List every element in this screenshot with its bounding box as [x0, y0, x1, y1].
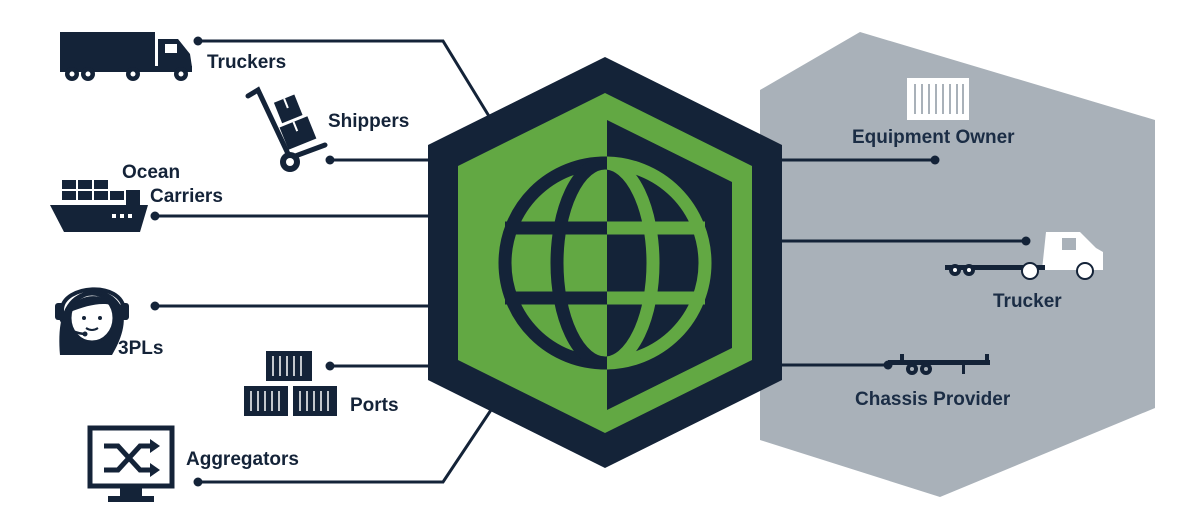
globe-icon	[498, 156, 712, 370]
headset-agent-icon	[55, 287, 129, 355]
chassis-provider-label: Chassis Provider	[855, 389, 1011, 410]
aggregators-label: Aggregators	[186, 449, 299, 470]
truckers-label: Truckers	[207, 52, 286, 73]
shuffle-monitor-icon	[87, 425, 175, 502]
shipping-container-icon	[907, 78, 969, 120]
ports-label: Ports	[350, 395, 399, 416]
central-platform-hexagon	[428, 57, 782, 468]
equipment-owner-label: Equipment Owner	[852, 127, 1015, 148]
connector-truckers	[198, 39, 497, 127]
hand-truck-boxes-icon	[245, 86, 328, 172]
right-connectors	[760, 158, 1026, 367]
connector-aggregators	[198, 403, 497, 484]
left-connectors	[155, 39, 497, 484]
stacked-containers-icon	[244, 351, 337, 416]
semi-truck-icon	[60, 32, 192, 81]
ocean-carriers-label-line1: Ocean	[122, 162, 180, 183]
equipment-hexagon	[760, 32, 1155, 497]
shippers-label: Shippers	[328, 111, 409, 132]
truck-with-chassis-icon	[945, 232, 1103, 280]
left-connector-dots	[150, 36, 335, 487]
chassis-icon	[888, 354, 990, 375]
ocean-carriers-label-line2: Carriers	[150, 186, 223, 207]
3pls-label: 3PLs	[118, 338, 163, 359]
container-ship-icon	[50, 180, 148, 232]
trucker-label: Trucker	[993, 291, 1062, 312]
